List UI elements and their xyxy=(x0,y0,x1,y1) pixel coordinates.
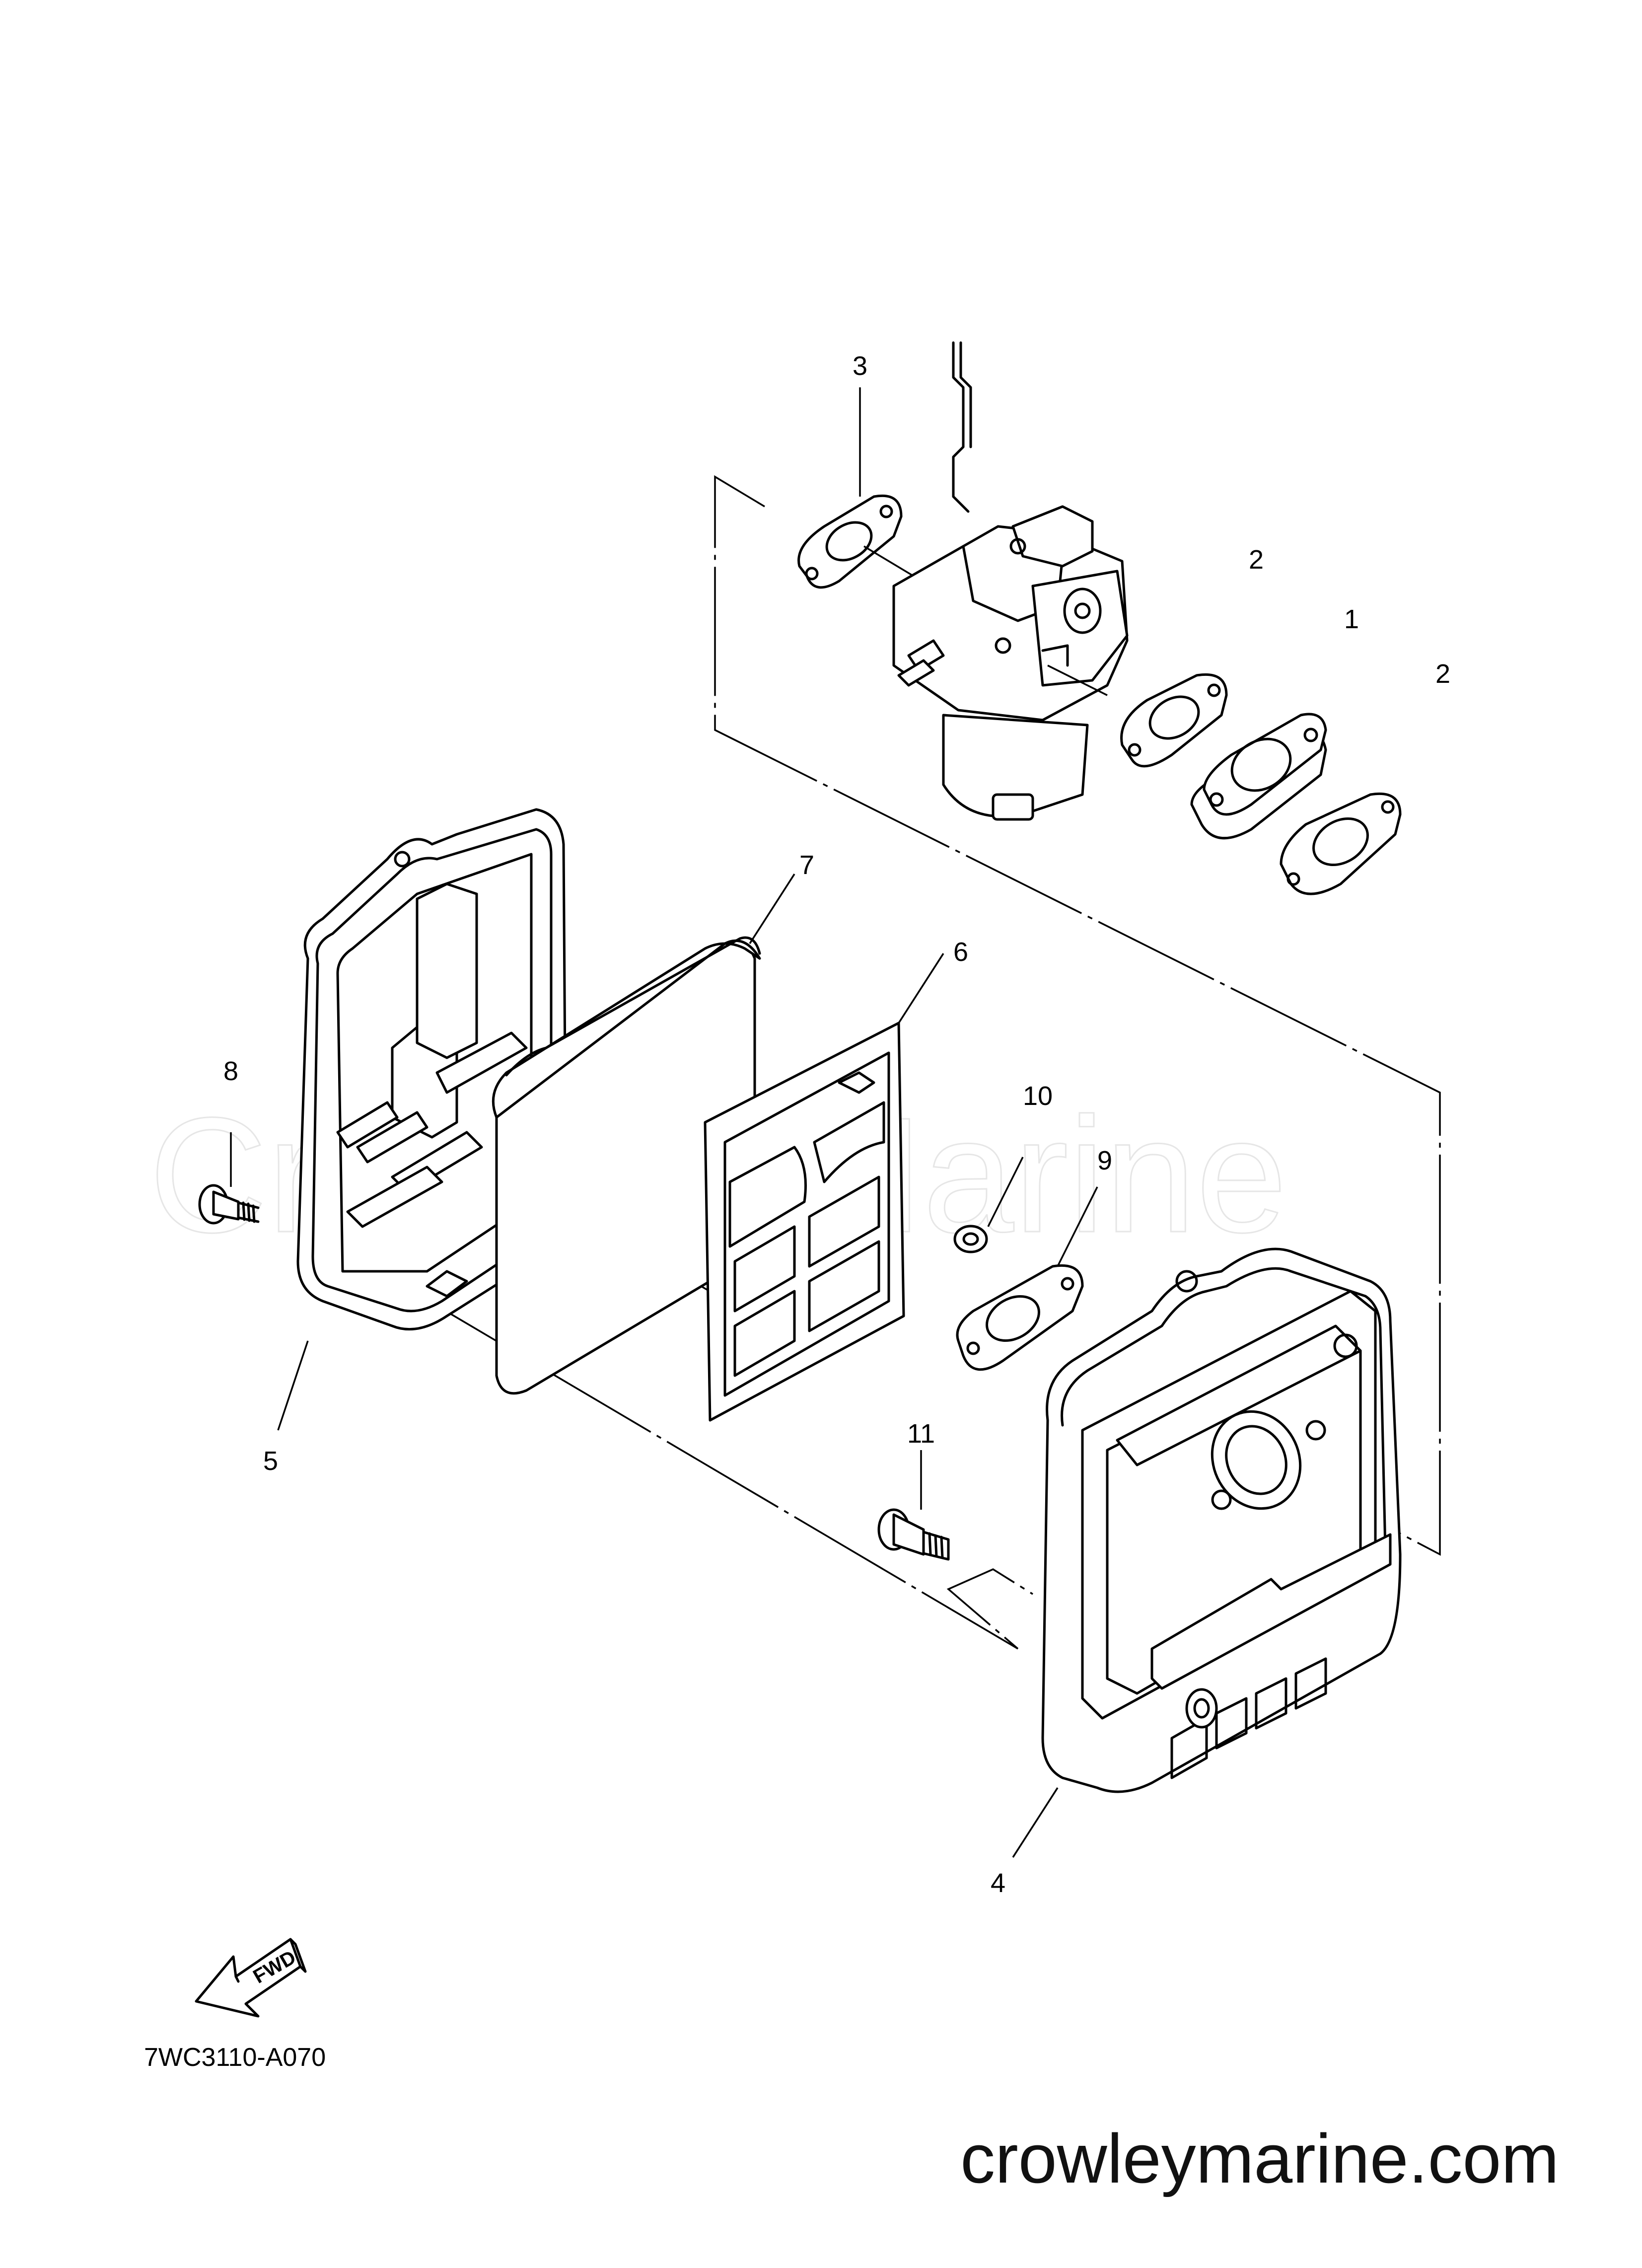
callout-8: 8 xyxy=(223,1056,238,1086)
callout-7: 7 xyxy=(799,850,814,880)
callout-1: 1 xyxy=(1344,604,1359,634)
insulator-part-1 xyxy=(1190,713,1327,840)
callout-11: 11 xyxy=(907,1419,935,1449)
drawing-code: 7WC3110-A070 xyxy=(144,2043,326,2072)
callout-6: 6 xyxy=(953,937,968,967)
site-url[interactable]: crowleymarine.com xyxy=(960,2120,1559,2197)
fwd-arrow-icon: FWD xyxy=(195,1938,307,2018)
air-cleaner-cover-part-4 xyxy=(1012,1247,1402,1858)
carburetor-assembly xyxy=(892,341,1129,821)
air-filter-element-part-7 xyxy=(492,874,795,1395)
callout-2-lower: 2 xyxy=(1435,659,1450,689)
callout-9: 9 xyxy=(1097,1146,1112,1175)
callout-labels: 1 2 2 3 4 5 6 7 8 9 10 11 xyxy=(223,351,1450,1898)
nut-part-10 xyxy=(953,1157,1024,1253)
callout-2-upper: 2 xyxy=(1249,545,1264,575)
element-guide-part-6 xyxy=(704,953,944,1422)
bolt-part-11 xyxy=(877,1450,950,1561)
callout-4: 4 xyxy=(991,1868,1005,1898)
gasket-part-3 xyxy=(797,494,914,589)
gasket-part-2-lower xyxy=(1280,792,1402,895)
callout-10: 10 xyxy=(1023,1081,1053,1111)
screw-part-8 xyxy=(198,1132,260,1225)
callout-5: 5 xyxy=(263,1446,278,1476)
callout-3: 3 xyxy=(853,351,867,381)
gasket-part-2-upper xyxy=(1120,673,1228,768)
gasket-part-9 xyxy=(956,1186,1098,1371)
